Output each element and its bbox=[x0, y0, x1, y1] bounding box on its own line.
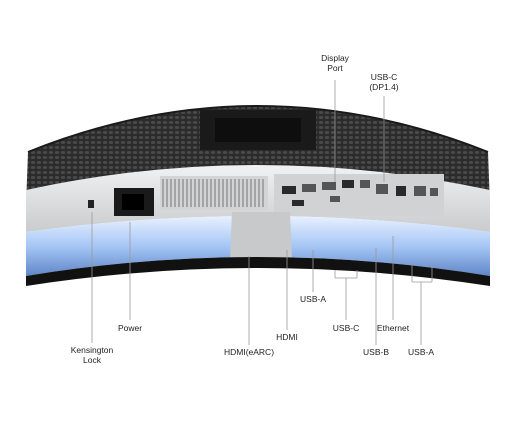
label-usb-b: USB-B bbox=[363, 347, 389, 357]
label-usb-c: USB-C bbox=[332, 323, 360, 333]
label-hdmi: HDMI bbox=[276, 332, 298, 342]
label-usb-a-top: USB-A bbox=[300, 294, 326, 304]
label-display-port: Display Port bbox=[321, 53, 349, 73]
label-usb-c-dp: USB-C (DP1.4) bbox=[369, 72, 399, 92]
port-opening bbox=[376, 184, 388, 194]
label-ethernet: Ethernet bbox=[376, 323, 410, 333]
port-opening bbox=[322, 182, 336, 190]
stand-neck bbox=[230, 212, 292, 260]
port-opening bbox=[282, 186, 296, 194]
label-kensington-lock: Kensington Lock bbox=[70, 345, 114, 365]
port-opening bbox=[342, 180, 354, 188]
port-opening bbox=[396, 186, 406, 196]
port-opening bbox=[330, 196, 340, 202]
port-opening bbox=[430, 188, 438, 196]
port-opening bbox=[292, 200, 304, 206]
port-opening bbox=[414, 186, 426, 196]
label-usb-a-bottom: USB-A bbox=[408, 347, 434, 357]
label-hdmi-earc: HDMI(eARC) bbox=[223, 347, 275, 357]
kensington-slot bbox=[88, 200, 94, 208]
port-opening bbox=[360, 180, 370, 188]
label-power: Power bbox=[117, 323, 143, 333]
port-opening bbox=[302, 184, 316, 192]
vent-grille bbox=[160, 176, 268, 210]
